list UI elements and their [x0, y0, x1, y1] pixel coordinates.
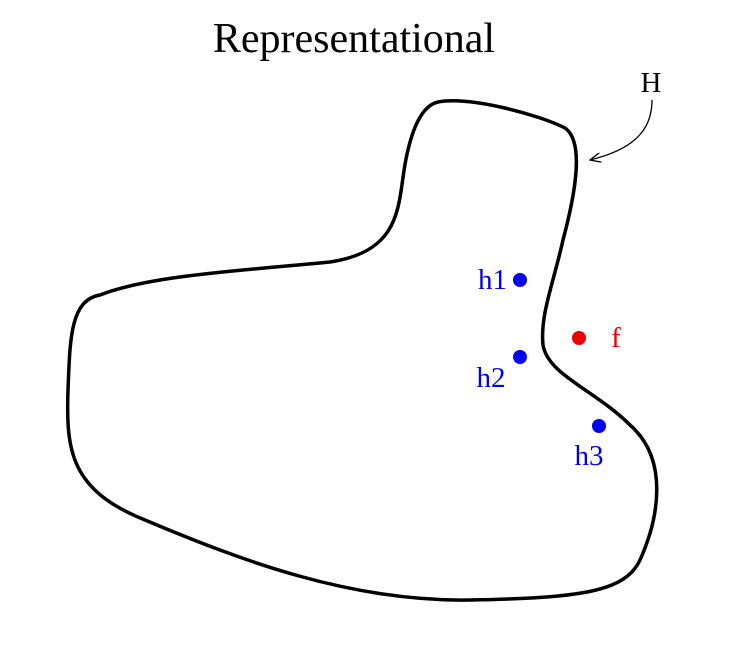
diagram-title: Representational [213, 16, 495, 62]
region-pointer-arrow [590, 99, 653, 160]
point-h1-label: h1 [478, 264, 507, 296]
point-h3-label: h3 [575, 440, 604, 472]
point-h2-label: h2 [477, 362, 506, 394]
point-h2 [513, 350, 527, 364]
point-h3 [592, 419, 606, 433]
point-h1 [513, 273, 527, 287]
point-f [572, 331, 586, 345]
hypothesis-space-region [65, 99, 659, 602]
region-label-h: H [641, 67, 662, 99]
point-f-label: f [611, 322, 621, 354]
